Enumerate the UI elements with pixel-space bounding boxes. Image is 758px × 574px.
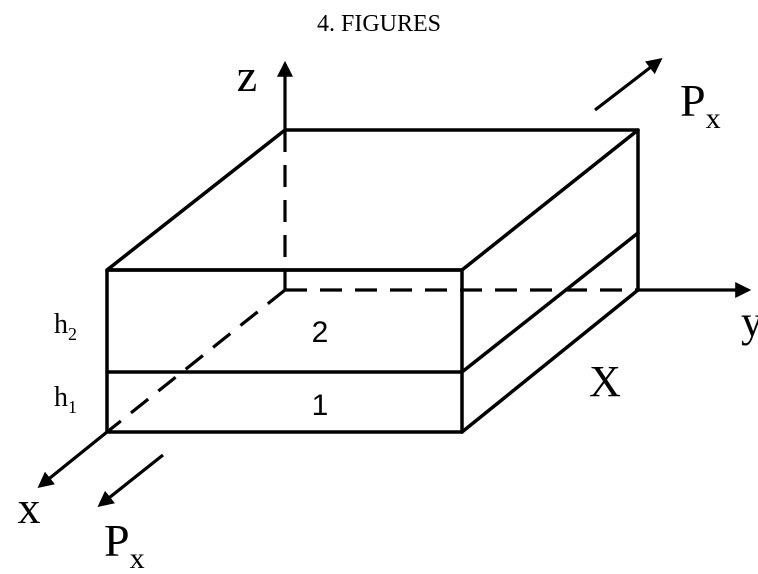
hidden-edges (106, 130, 638, 434)
px-bottom-arrow (97, 453, 164, 507)
front-face (105, 268, 464, 434)
top-face (105, 128, 640, 272)
side-label-x: X (589, 357, 621, 406)
px-top-subscript: x (706, 102, 721, 135)
x-axis-label: x (18, 482, 41, 533)
h2-subscript: 2 (68, 324, 77, 344)
h2-symbol: h (54, 309, 68, 340)
px-top-label: Px (680, 75, 721, 135)
px-top-symbol: P (680, 75, 706, 126)
figure-heading: 4. FIGURES (317, 11, 441, 37)
axes (37, 60, 752, 489)
h2-label: h2 (54, 309, 77, 344)
layer-2-label: 2 (312, 316, 329, 349)
z-axis-label: z (237, 50, 257, 101)
px-bottom-subscript: x (130, 542, 145, 574)
h1-label: h1 (54, 382, 77, 417)
layer-1-label: 1 (312, 389, 329, 422)
h1-symbol: h (54, 382, 68, 413)
px-top-arrow (594, 58, 663, 112)
x-axis (37, 430, 109, 489)
h1-subscript: 1 (68, 397, 77, 417)
px-bottom-symbol: P (104, 515, 130, 566)
right-bottom-edge (460, 288, 640, 434)
load-arrows (97, 58, 663, 507)
hidden-left-bottom-edge (106, 288, 286, 434)
y-axis-label: y (741, 297, 758, 346)
px-bottom-label: Px (104, 515, 145, 574)
layer-interface-side (460, 231, 640, 374)
box-outline (105, 128, 640, 434)
